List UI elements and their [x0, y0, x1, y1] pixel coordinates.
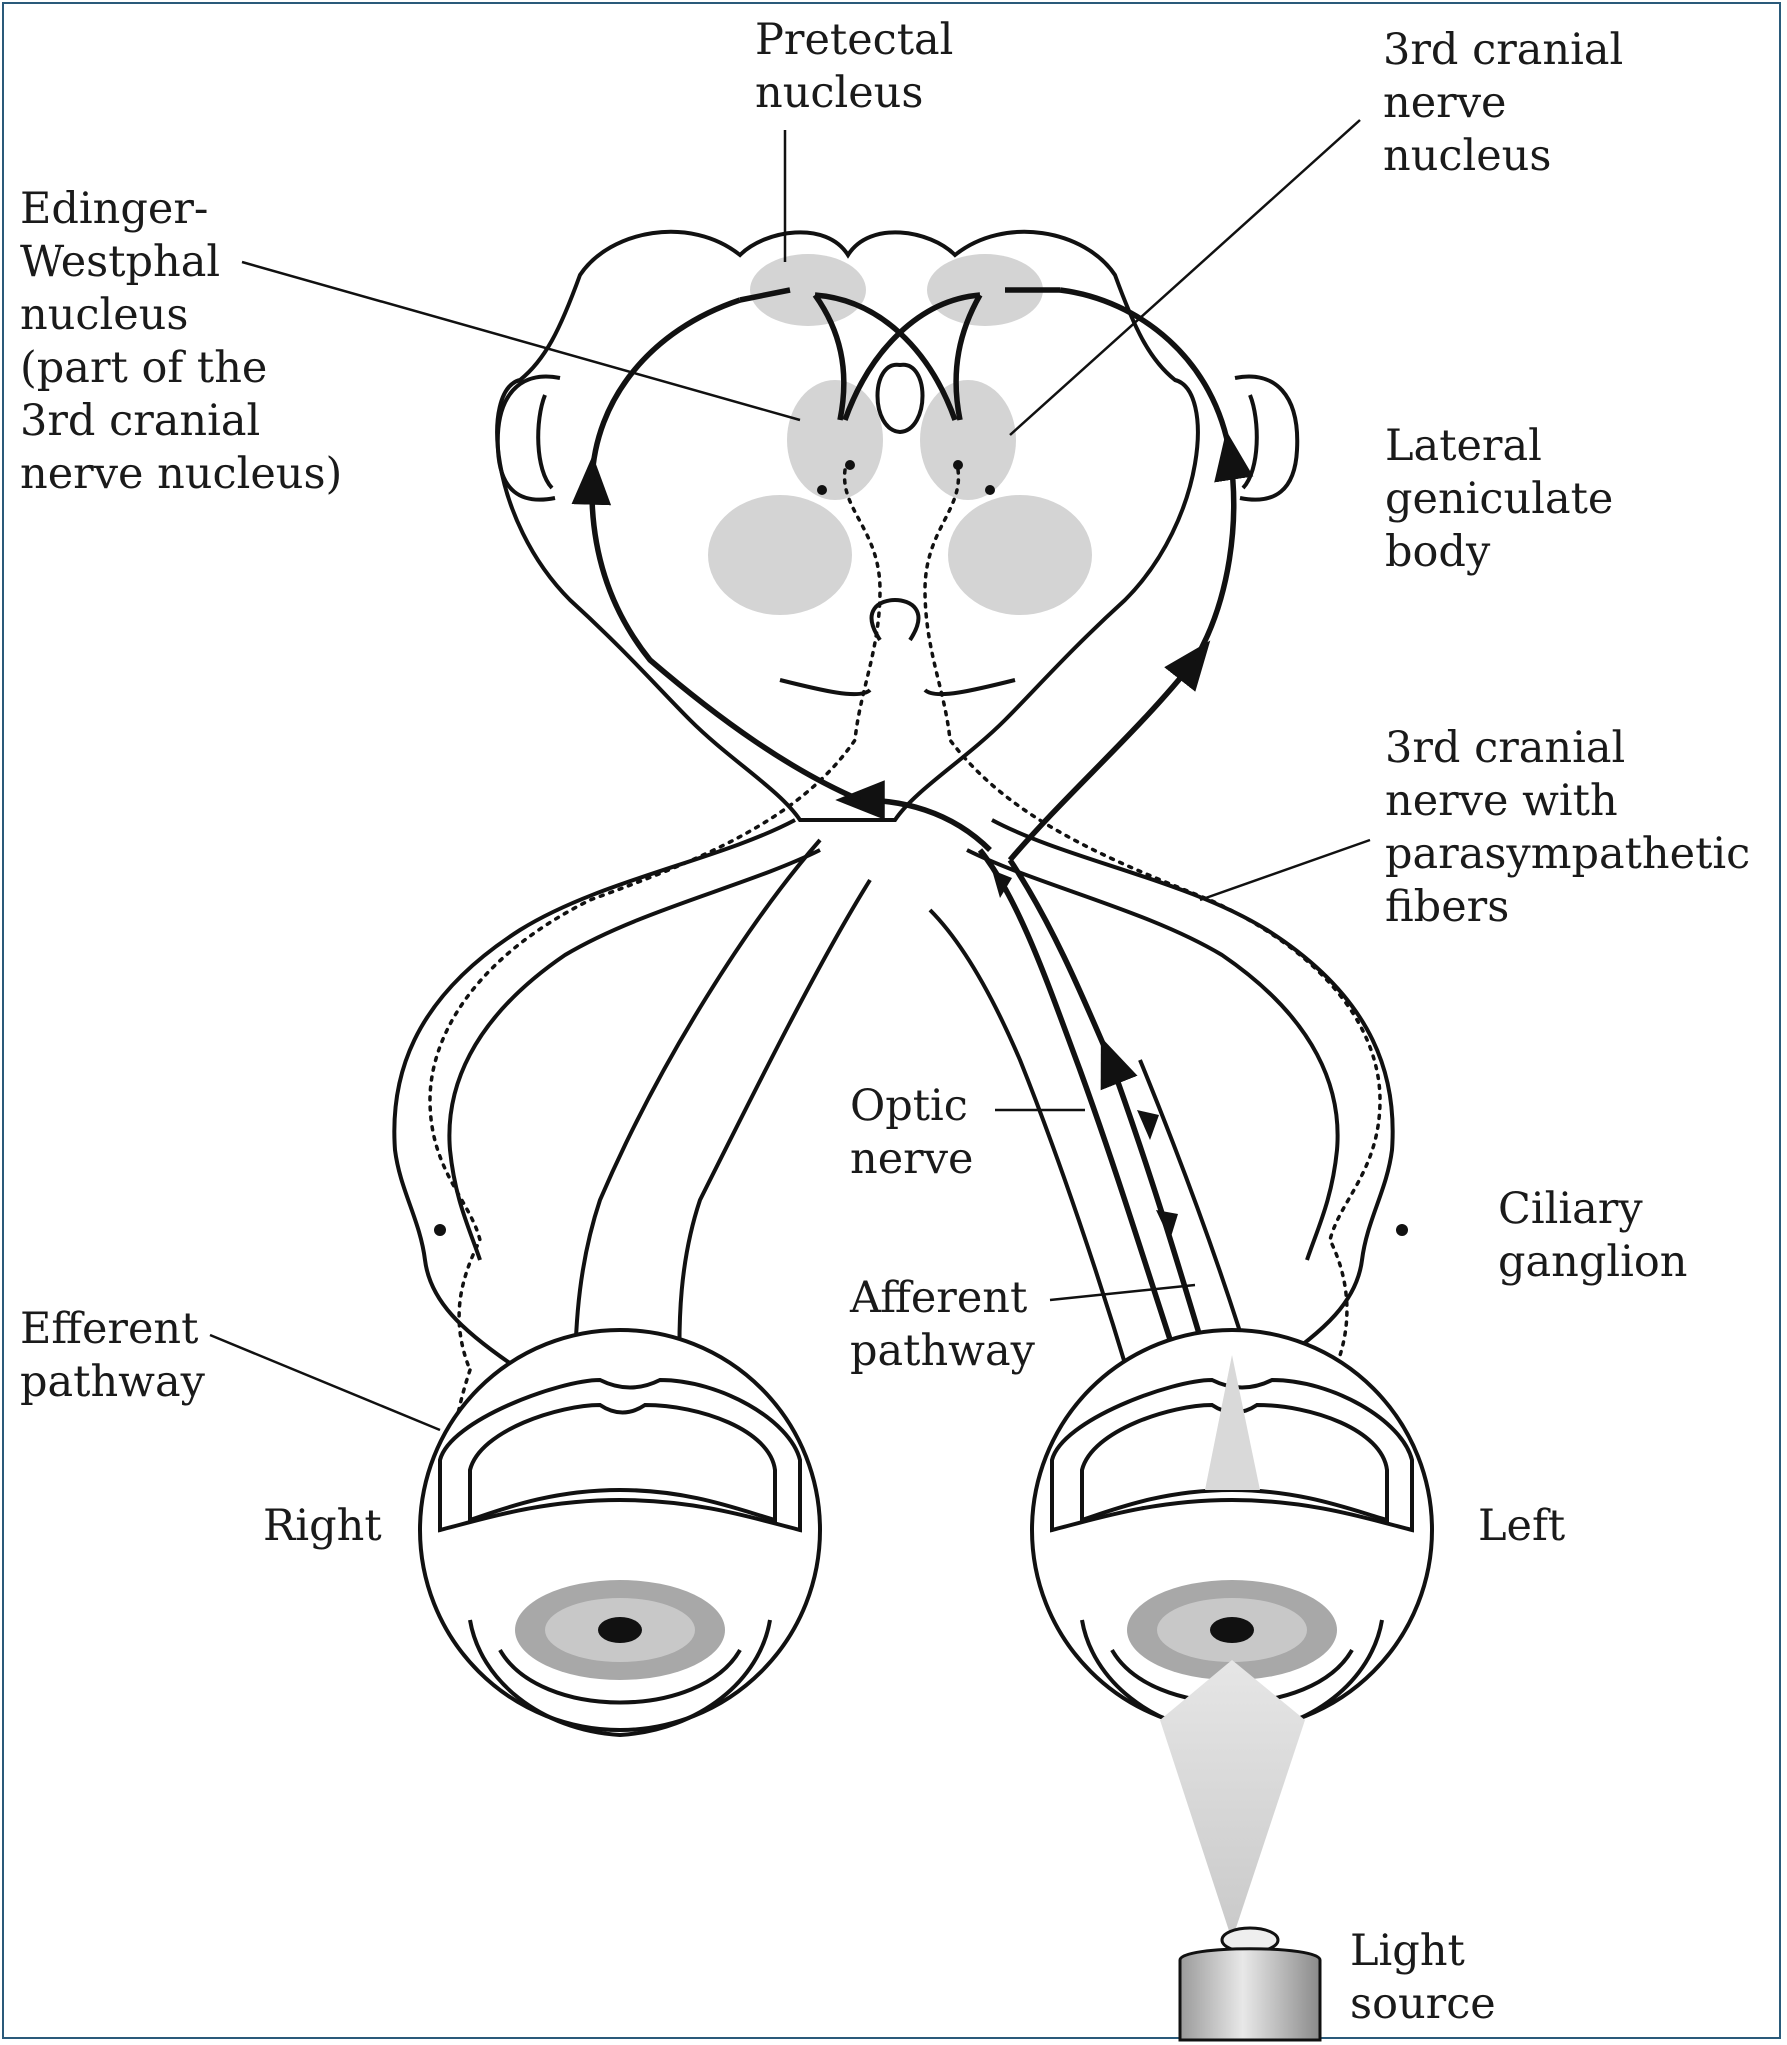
label-efferent-pathway: Efferent pathway: [20, 1303, 205, 1409]
light-source-icon: [1178, 1926, 1322, 2042]
label-line: nerve: [1383, 78, 1507, 128]
label-line: Efferent: [20, 1304, 199, 1354]
label-line: Pretectal: [755, 15, 954, 65]
midbrain-outline: [495, 229, 1300, 822]
oculomotor-nerves: [392, 818, 1395, 1372]
label-line: Westphal: [20, 237, 221, 287]
label-line: nerve nucleus): [20, 449, 343, 499]
label-pretectal-nucleus: Pretectal nucleus: [755, 14, 953, 120]
label-line: nerve with: [1385, 776, 1618, 826]
ganglion-dots: [434, 460, 1408, 1236]
label-line: Light: [1350, 1926, 1465, 1976]
edinger-westphal-left: [920, 380, 1016, 500]
afferent-fibres: [571, 287, 1254, 1386]
label-line: pathway: [850, 1326, 1035, 1376]
edinger-westphal-right: [787, 380, 883, 500]
label-line: geniculate: [1385, 474, 1614, 524]
leader-lines: [209, 119, 1371, 1432]
label-line: Optic: [850, 1081, 968, 1131]
left-pupil: [1210, 1617, 1254, 1643]
label-line: nucleus: [1383, 131, 1552, 181]
pretectal-nucleus-right: [750, 254, 866, 326]
label-line: nucleus: [755, 68, 924, 118]
label-line: body: [1385, 527, 1491, 577]
light-beam: [1160, 1660, 1305, 1940]
label-afferent-pathway: Afferent pathway: [850, 1272, 1035, 1378]
label-edinger-westphal: Edinger- Westphal nucleus (part of the 3…: [20, 183, 342, 501]
label-light-source: Light source: [1350, 1925, 1496, 2031]
label-line: Lateral: [1385, 421, 1542, 471]
label-optic-nerve: Optic nerve: [850, 1080, 973, 1186]
label-third-cranial-nerve: 3rd cranial nerve with parasympathetic f…: [1385, 722, 1750, 934]
label-line: fibers: [1385, 882, 1510, 932]
label-line: parasympathetic: [1385, 829, 1751, 879]
label-ciliary-ganglion: Ciliary ganglion: [1498, 1183, 1687, 1289]
label-right-eye: Right: [263, 1501, 382, 1551]
pretectal-nucleus-left: [927, 254, 1043, 326]
label-line: (part of the: [20, 343, 268, 393]
label-line: pathway: [20, 1357, 205, 1407]
label-line: source: [1350, 1979, 1496, 2029]
right-eye: [418, 1328, 822, 1738]
left-retina-beam: [1205, 1355, 1260, 1490]
label-line: 3rd cranial: [1383, 25, 1624, 75]
oculomotor-mass-left: [948, 495, 1092, 615]
label-line: nerve: [850, 1134, 974, 1184]
label-line: 3rd cranial: [1385, 723, 1626, 773]
right-pupil: [598, 1617, 642, 1643]
label-line: ganglion: [1498, 1237, 1688, 1287]
label-line: Afferent: [850, 1273, 1028, 1323]
label-line: Edinger-: [20, 184, 209, 234]
nuclei: [708, 254, 1092, 615]
label-line: 3rd cranial: [20, 396, 261, 446]
label-line: Ciliary: [1498, 1184, 1643, 1234]
label-lateral-geniculate: Lateral geniculate body: [1385, 420, 1613, 579]
label-third-cranial-nucleus: 3rd cranial nerve nucleus: [1383, 24, 1623, 183]
afferent-arrows: [992, 870, 1178, 1240]
label-line: nucleus: [20, 290, 189, 340]
label-left-eye: Left: [1478, 1501, 1566, 1551]
oculomotor-mass-right: [708, 495, 852, 615]
